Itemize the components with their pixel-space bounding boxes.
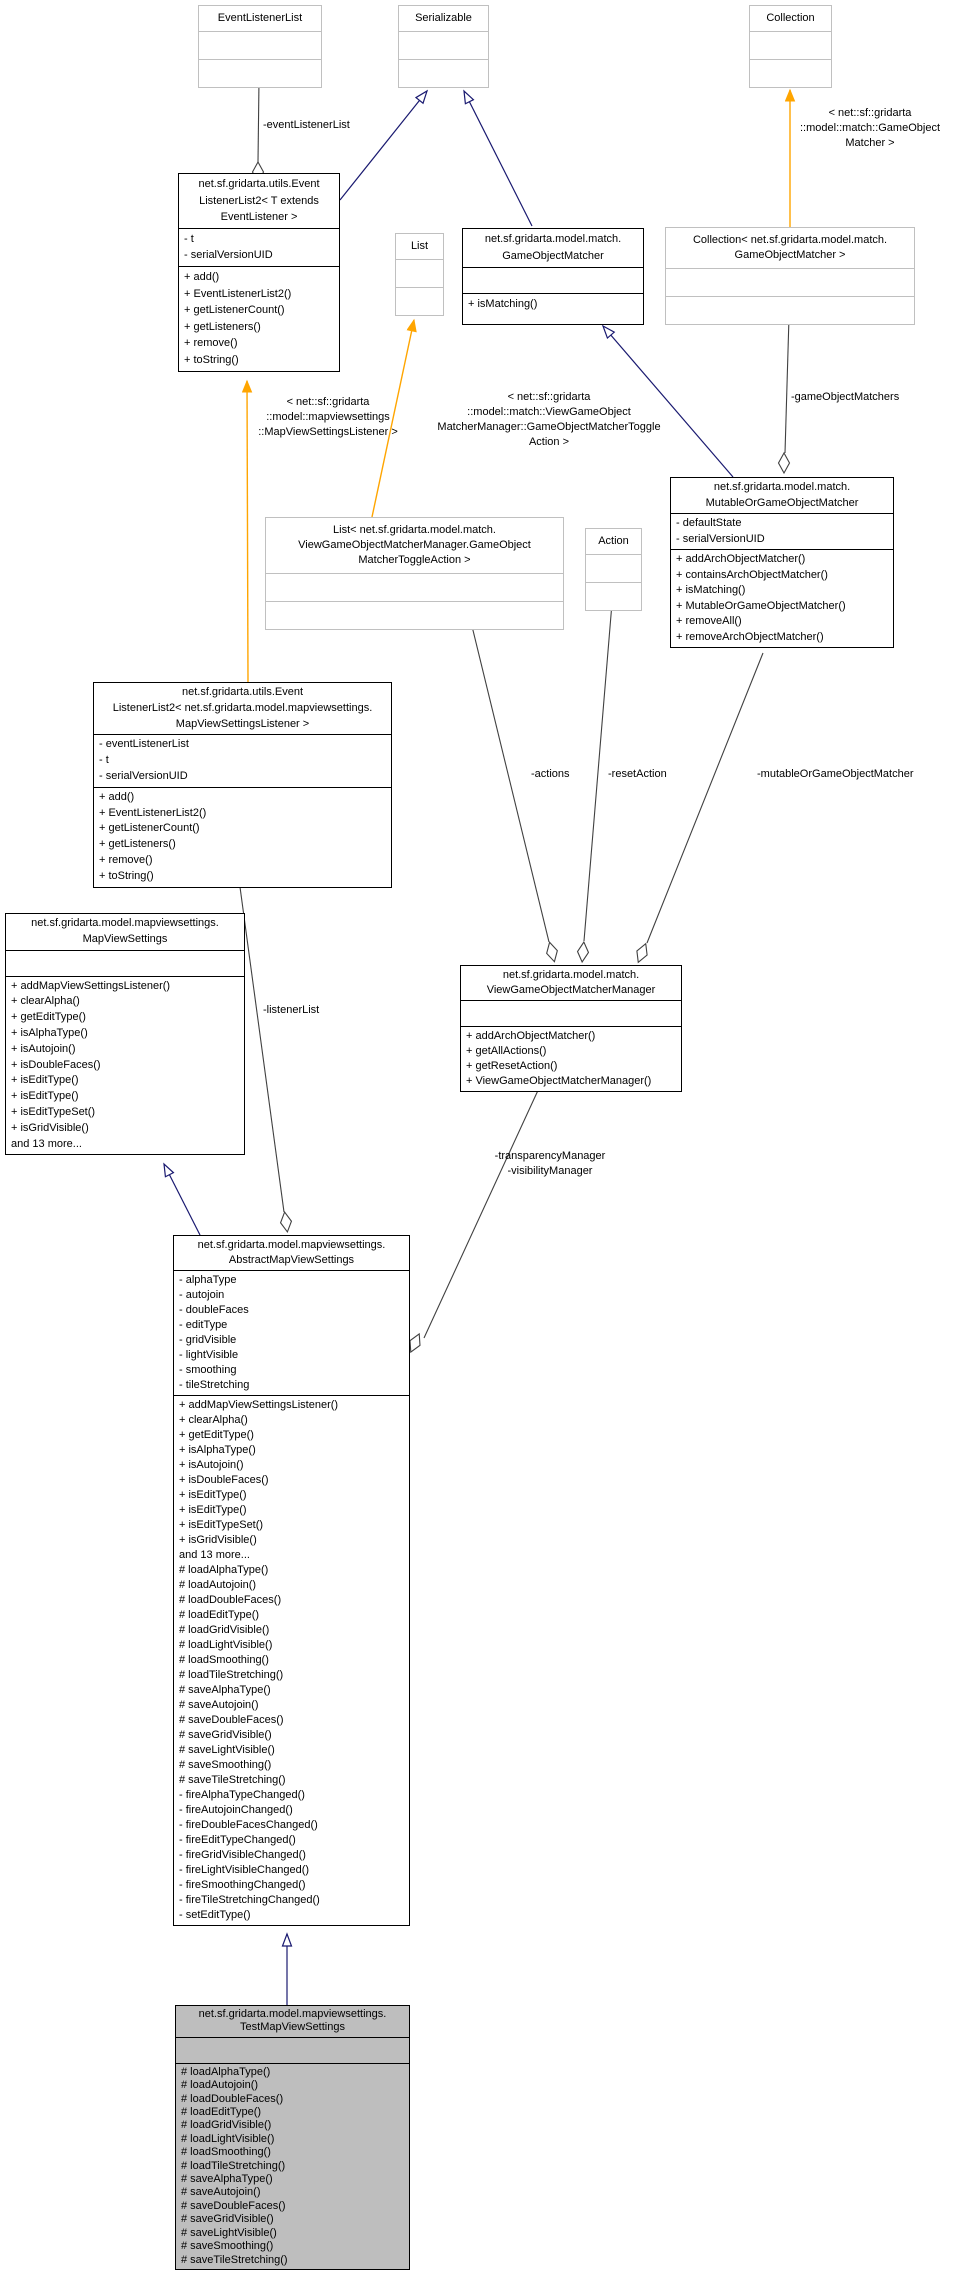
class-methods	[266, 601, 563, 629]
class-box-mutableorgameobjectmatcher[interactable]: net.sf.gridarta.model.match.MutableOrGam…	[670, 477, 894, 648]
class-title: net.sf.gridarta.model.match.GameObjectMa…	[484, 233, 622, 262]
edge-member-listenerlist	[239, 886, 285, 1213]
class-methods: + isMatching()	[463, 293, 643, 324]
edge-label-template-gameobjectmatcher: < net::sf::gridarta::model::match::GameO…	[800, 107, 940, 149]
edge-inheritance-abstractmapviewsettings-mapviewsettings	[163, 1162, 201, 1236]
class-attributes	[586, 554, 641, 582]
edge-label-actions: -actions	[531, 768, 570, 780]
edge-label-template-gameobjectmatchertoggleaction: < net::sf::gridarta::model::match::ViewG…	[437, 391, 661, 448]
edge-label-resetaction: -resetAction	[608, 768, 667, 780]
class-attributes: - eventListenerList- t- serialVersionUID	[94, 734, 391, 786]
class-methods: + addMapViewSettingsListener()+ clearAlp…	[6, 975, 244, 1155]
class-title: Collection	[766, 12, 815, 24]
diamond-listenerlist	[279, 1210, 293, 1234]
diamond-mutableorgameobjectmatcher	[636, 942, 648, 964]
class-methods: + add()+ EventListenerList2()+ getListen…	[94, 786, 391, 887]
class-methods	[396, 287, 443, 315]
class-attributes	[396, 259, 443, 287]
class-title: net.sf.gridarta.model.match.MutableOrGam…	[705, 481, 859, 509]
class-box-gameobjectmatcher[interactable]: net.sf.gridarta.model.match.GameObjectMa…	[462, 228, 644, 325]
class-title: net.sf.gridarta.model.match.ViewGameObje…	[486, 969, 656, 996]
class-methods	[666, 296, 914, 324]
class-attributes	[399, 31, 488, 59]
class-box-testmapviewsettings[interactable]: net.sf.gridarta.model.mapviewsettings.Te…	[175, 2005, 410, 2270]
class-attributes	[750, 31, 831, 59]
class-methods	[750, 59, 831, 87]
class-title: List	[410, 240, 429, 252]
class-title: Collection< net.sf.gridarta.model.match.…	[692, 234, 888, 261]
diamond-actions	[546, 941, 558, 963]
class-attributes	[461, 1000, 681, 1026]
class-methods: # loadAlphaType()# loadAutojoin()# loadD…	[176, 2062, 409, 2269]
class-title: Action	[598, 535, 629, 547]
diamond-gameobjectmatchers	[777, 451, 791, 475]
class-box-serializable[interactable]: Serializable	[398, 5, 489, 88]
class-attributes: - defaultState- serialVersionUID	[671, 513, 893, 549]
edge-label-gameobjectmatchers: -gameObjectMatchers	[791, 391, 900, 403]
class-attributes	[199, 31, 321, 59]
class-methods	[399, 59, 488, 87]
class-attributes	[6, 949, 244, 976]
class-attributes: - alphaType- autojoin- doubleFaces- edit…	[174, 1270, 409, 1395]
class-methods: + addMapViewSettingsListener()+ clearAlp…	[174, 1395, 409, 1925]
class-attributes	[176, 2036, 409, 2063]
edge-label-transparency-visibility-manager: -transparencyManager-visibilityManager	[494, 1150, 606, 1177]
edge-label-listenerlist: -listenerList	[263, 1004, 320, 1016]
class-box-eventlistenerlist[interactable]: EventListenerList	[198, 5, 322, 88]
class-attributes	[666, 268, 914, 296]
class-box-action[interactable]: Action	[585, 528, 642, 611]
class-attributes	[463, 267, 643, 293]
edge-member-eventlistenerlist	[257, 79, 260, 163]
class-methods: + add()+ EventListenerList2()+ getListen…	[179, 265, 339, 371]
class-title: List< net.sf.gridarta.model.match.ViewGa…	[298, 524, 531, 566]
class-box-collection-gameobjectmatcher[interactable]: Collection< net.sf.gridarta.model.match.…	[665, 227, 915, 325]
edge-member-mutableorgameobjectmatcher	[646, 652, 764, 944]
class-title: EventListenerList	[217, 12, 303, 24]
diamond-resetaction	[576, 940, 590, 964]
class-methods: + addArchObjectMatcher()+ containsArchOb…	[671, 549, 893, 647]
class-box-abstractmapviewsettings[interactable]: net.sf.gridarta.model.mapviewsettings.Ab…	[173, 1235, 410, 1926]
edge-member-resetaction	[583, 602, 613, 942]
edge-label-template-mapviewsettingslistener: < net::sf::gridarta::model::mapviewsetti…	[258, 396, 398, 438]
class-methods	[586, 582, 641, 610]
class-box-collection[interactable]: Collection	[749, 5, 832, 88]
edge-template-eventlistenerlist2mvsl-eventlistenerlist2	[247, 381, 248, 683]
class-attributes	[266, 573, 563, 601]
class-methods	[199, 59, 321, 87]
class-title: net.sf.gridarta.model.mapviewsettings.Te…	[198, 2008, 387, 2034]
class-box-list[interactable]: List	[395, 233, 444, 316]
class-box-list-gameobjectmatchertoggleaction[interactable]: List< net.sf.gridarta.model.match.ViewGa…	[265, 517, 564, 630]
edge-member-actions	[469, 617, 550, 943]
edge-member-gameobjectmatchers	[784, 316, 790, 454]
class-box-viewgameobjectmatchermanager[interactable]: net.sf.gridarta.model.match.ViewGameObje…	[460, 965, 682, 1092]
edge-label-mutableorgameobjectmatcher: -mutableOrGameObjectMatcher	[757, 768, 914, 780]
class-title: Serializable	[415, 12, 472, 24]
edge-inheritance-eventlistenerlist2-serializable	[339, 89, 429, 201]
class-title: net.sf.gridarta.model.mapviewsettings.Ab…	[197, 1239, 386, 1266]
diamond-managers	[409, 1332, 421, 1354]
edge-inheritance-mutableorgameobjectmatcher-gameobjectmatcher	[601, 324, 734, 478]
class-attributes: - t- serialVersionUID	[179, 227, 339, 266]
class-methods: + addArchObjectMatcher()+ getAllActions(…	[461, 1026, 681, 1091]
edge-inheritance-gameobjectmatcher-serializable	[463, 89, 533, 227]
class-title: net.sf.gridarta.model.mapviewsettings.Ma…	[31, 917, 219, 945]
edge-template-listtoggleaction-list	[371, 320, 414, 518]
edge-member-managers	[423, 1085, 541, 1339]
edge-label-eventlistenerlist: -eventListenerList	[263, 119, 350, 131]
class-box-mapviewsettings[interactable]: net.sf.gridarta.model.mapviewsettings.Ma…	[5, 913, 245, 1156]
